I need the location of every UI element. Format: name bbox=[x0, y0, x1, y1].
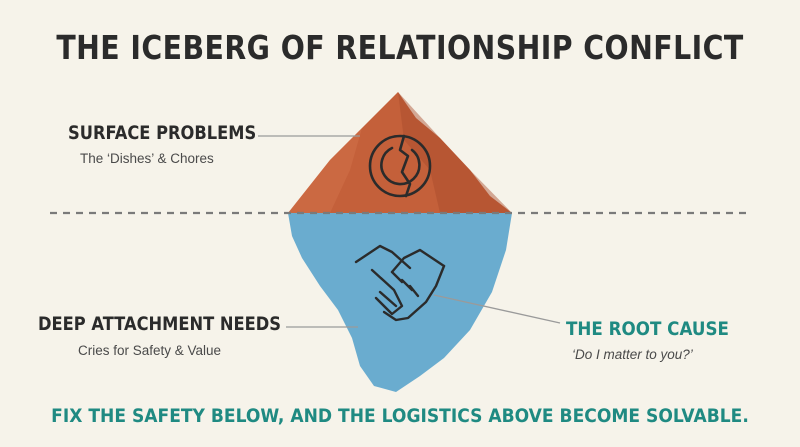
root-connector bbox=[433, 294, 561, 324]
clasped-hands-icon bbox=[354, 244, 446, 322]
iceberg-tip bbox=[288, 92, 512, 213]
surface-problems-subtext: The ‘Dishes’ & Chores bbox=[80, 151, 214, 166]
deep-needs-subtext: Cries for Safety & Value bbox=[78, 343, 222, 358]
page-title: THE ICEBERG OF RELATIONSHIP CONFLICT bbox=[56, 28, 744, 67]
deep-needs-heading: DEEP ATTACHMENT NEEDS bbox=[38, 314, 282, 335]
broken-plate-icon bbox=[368, 134, 432, 198]
surface-problems-heading: SURFACE PROBLEMS bbox=[68, 123, 257, 144]
root-cause-subtext: ‘Do I matter to you?’ bbox=[572, 347, 693, 362]
root-cause-heading: THE ROOT CAUSE bbox=[566, 318, 729, 340]
footer-message: FIX THE SAFETY BELOW, AND THE LOGISTICS … bbox=[51, 405, 749, 427]
